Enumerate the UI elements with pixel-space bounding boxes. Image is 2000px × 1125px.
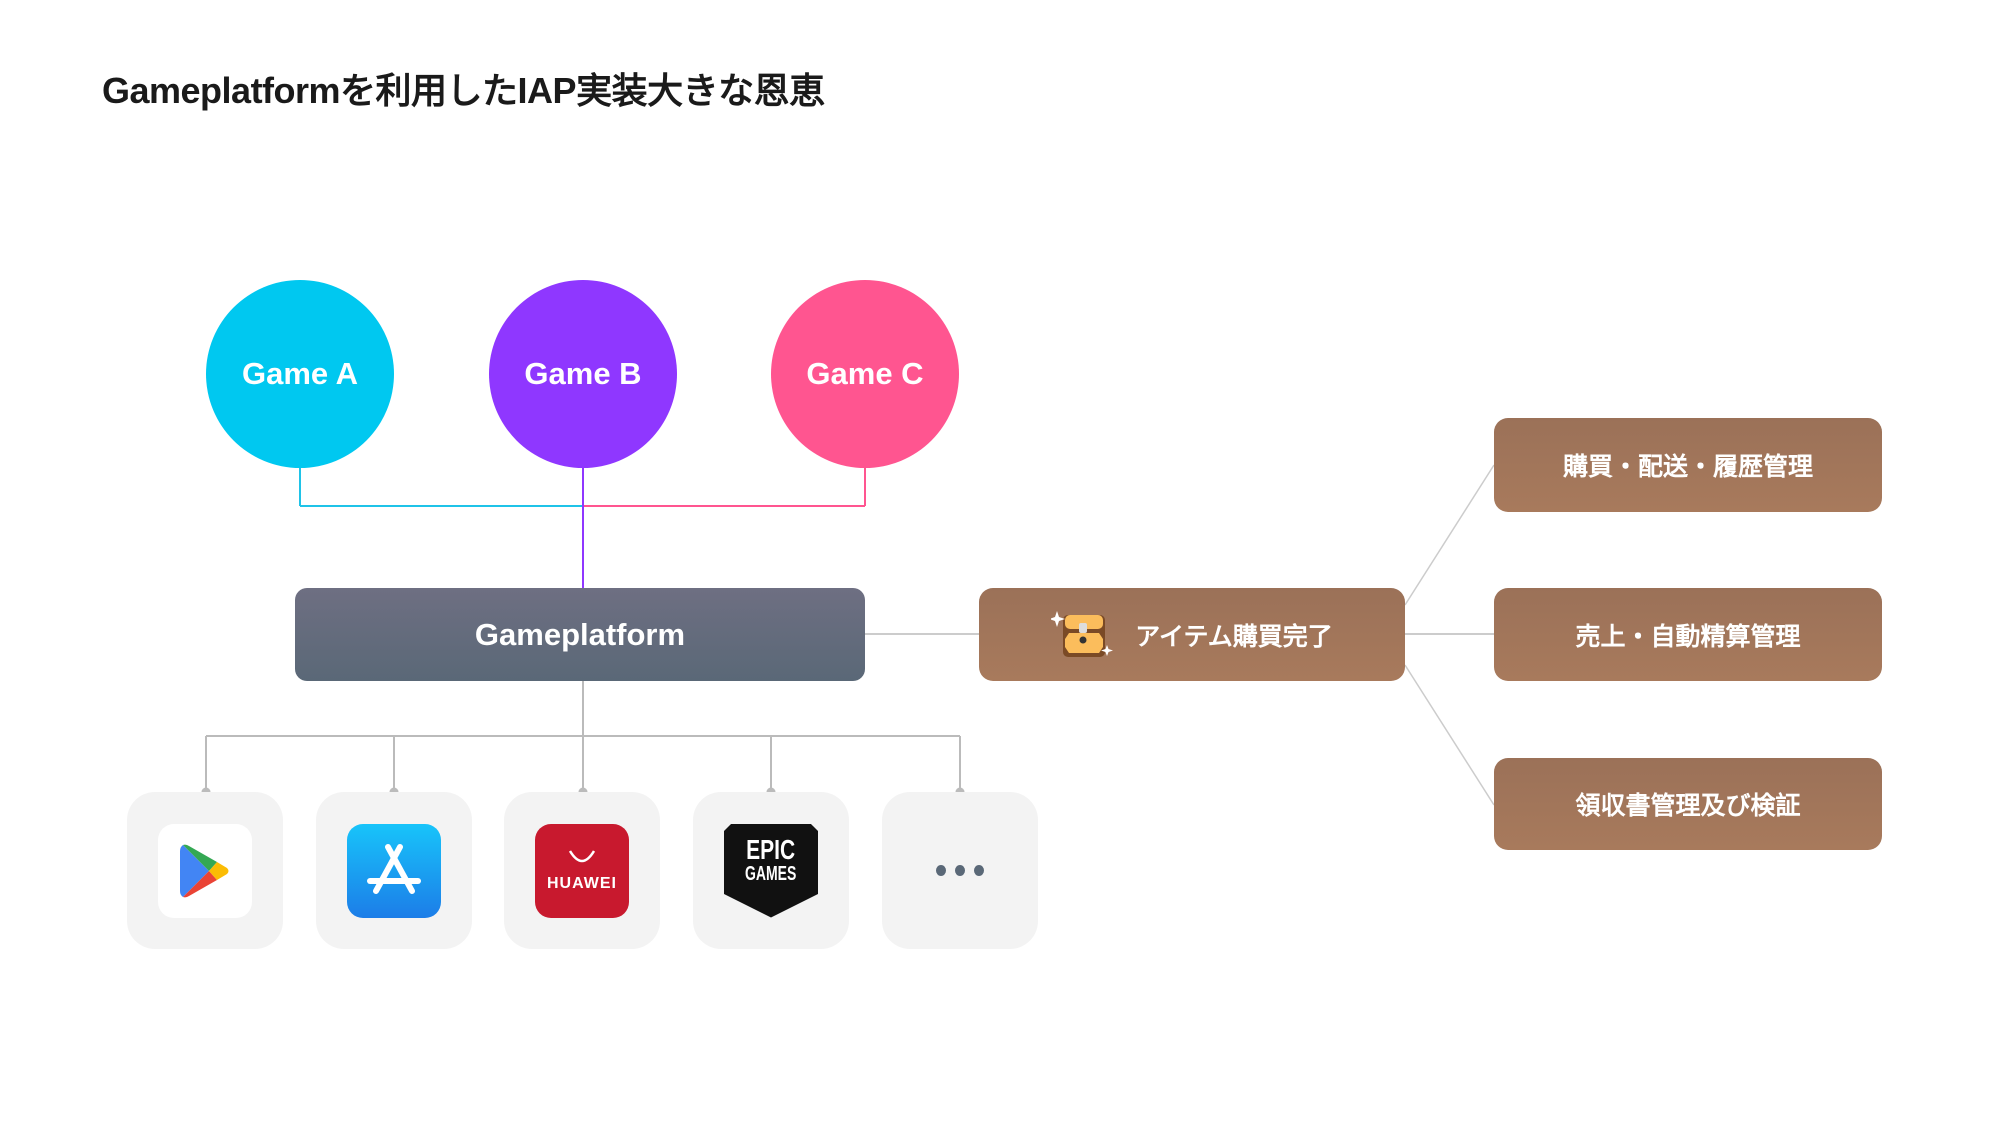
- games-label: GAMES: [745, 862, 797, 885]
- purchase-complete-label: アイテム購買完了: [1135, 622, 1333, 651]
- huawei-appgallery-icon: HUAWEI: [535, 823, 629, 918]
- store-tile-app-store: [316, 792, 472, 949]
- more-dots-icon: [936, 865, 984, 876]
- game-b-node: Game B: [489, 280, 677, 468]
- epic-games-icon: EPIC GAMES: [724, 823, 818, 918]
- store-tile-epic-games: EPIC GAMES: [693, 792, 849, 949]
- game-a-node: Game A: [206, 280, 394, 468]
- app-store-icon: [347, 823, 441, 918]
- treasure-chest-icon: [1051, 610, 1114, 657]
- game-c-node: Game C: [771, 280, 959, 468]
- huawei-label: HUAWEI: [547, 874, 617, 892]
- store-tile-huawei: HUAWEI: [504, 792, 660, 949]
- benefit-receipt-verification: 領収書管理及び検証: [1494, 758, 1882, 850]
- page-title: Gameplatformを利用したIAP実装大きな恩恵: [102, 70, 825, 111]
- store-tile-google-play: [127, 792, 283, 949]
- google-play-icon: [158, 823, 252, 918]
- benefit-purchase-delivery-history: 購買・配送・履歴管理: [1494, 418, 1882, 512]
- store-tile-more: [882, 792, 1038, 949]
- gameplatform-node: Gameplatform: [295, 588, 865, 681]
- benefit-sales-settlement: 売上・自動精算管理: [1494, 588, 1882, 681]
- purchase-complete-node: アイテム購買完了: [979, 588, 1405, 681]
- epic-label: EPIC: [746, 833, 796, 865]
